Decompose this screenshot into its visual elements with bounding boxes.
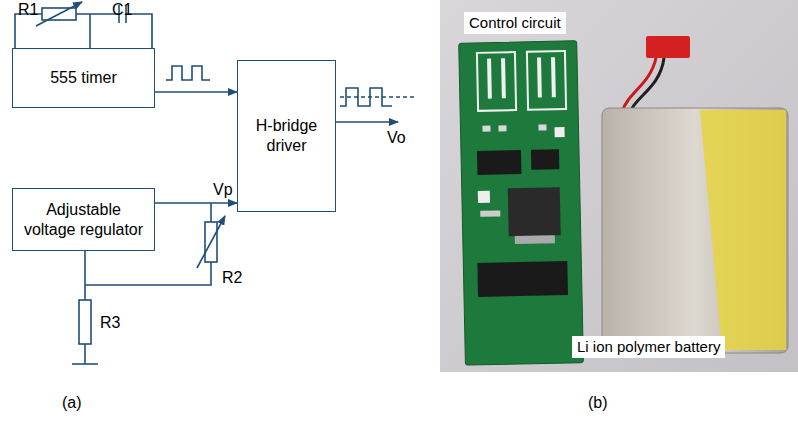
component-label: Vo — [387, 128, 406, 147]
process-box: H-bridge driver — [237, 60, 336, 212]
component-label: Vp — [213, 180, 233, 199]
photo — [440, 0, 798, 372]
component-label: (a) — [62, 393, 82, 412]
box-label: 555 timer — [50, 68, 117, 88]
component-label: (b) — [588, 393, 608, 412]
photo-caption: Control circuit — [464, 12, 566, 34]
box-label: H-bridge driver — [246, 116, 327, 156]
component-label: R1 — [18, 0, 38, 19]
signal-arrow — [155, 91, 237, 93]
process-box: Adjustable voltage regulator — [12, 188, 155, 251]
signal-arrow — [155, 202, 237, 204]
box-label: Adjustable voltage regulator — [21, 200, 146, 240]
process-box: 555 timer — [12, 48, 155, 108]
component-label: C1 — [112, 0, 132, 19]
component-label: R3 — [100, 313, 120, 332]
photo-caption: Li ion polymer battery — [572, 336, 725, 358]
component-label: R2 — [222, 268, 242, 287]
